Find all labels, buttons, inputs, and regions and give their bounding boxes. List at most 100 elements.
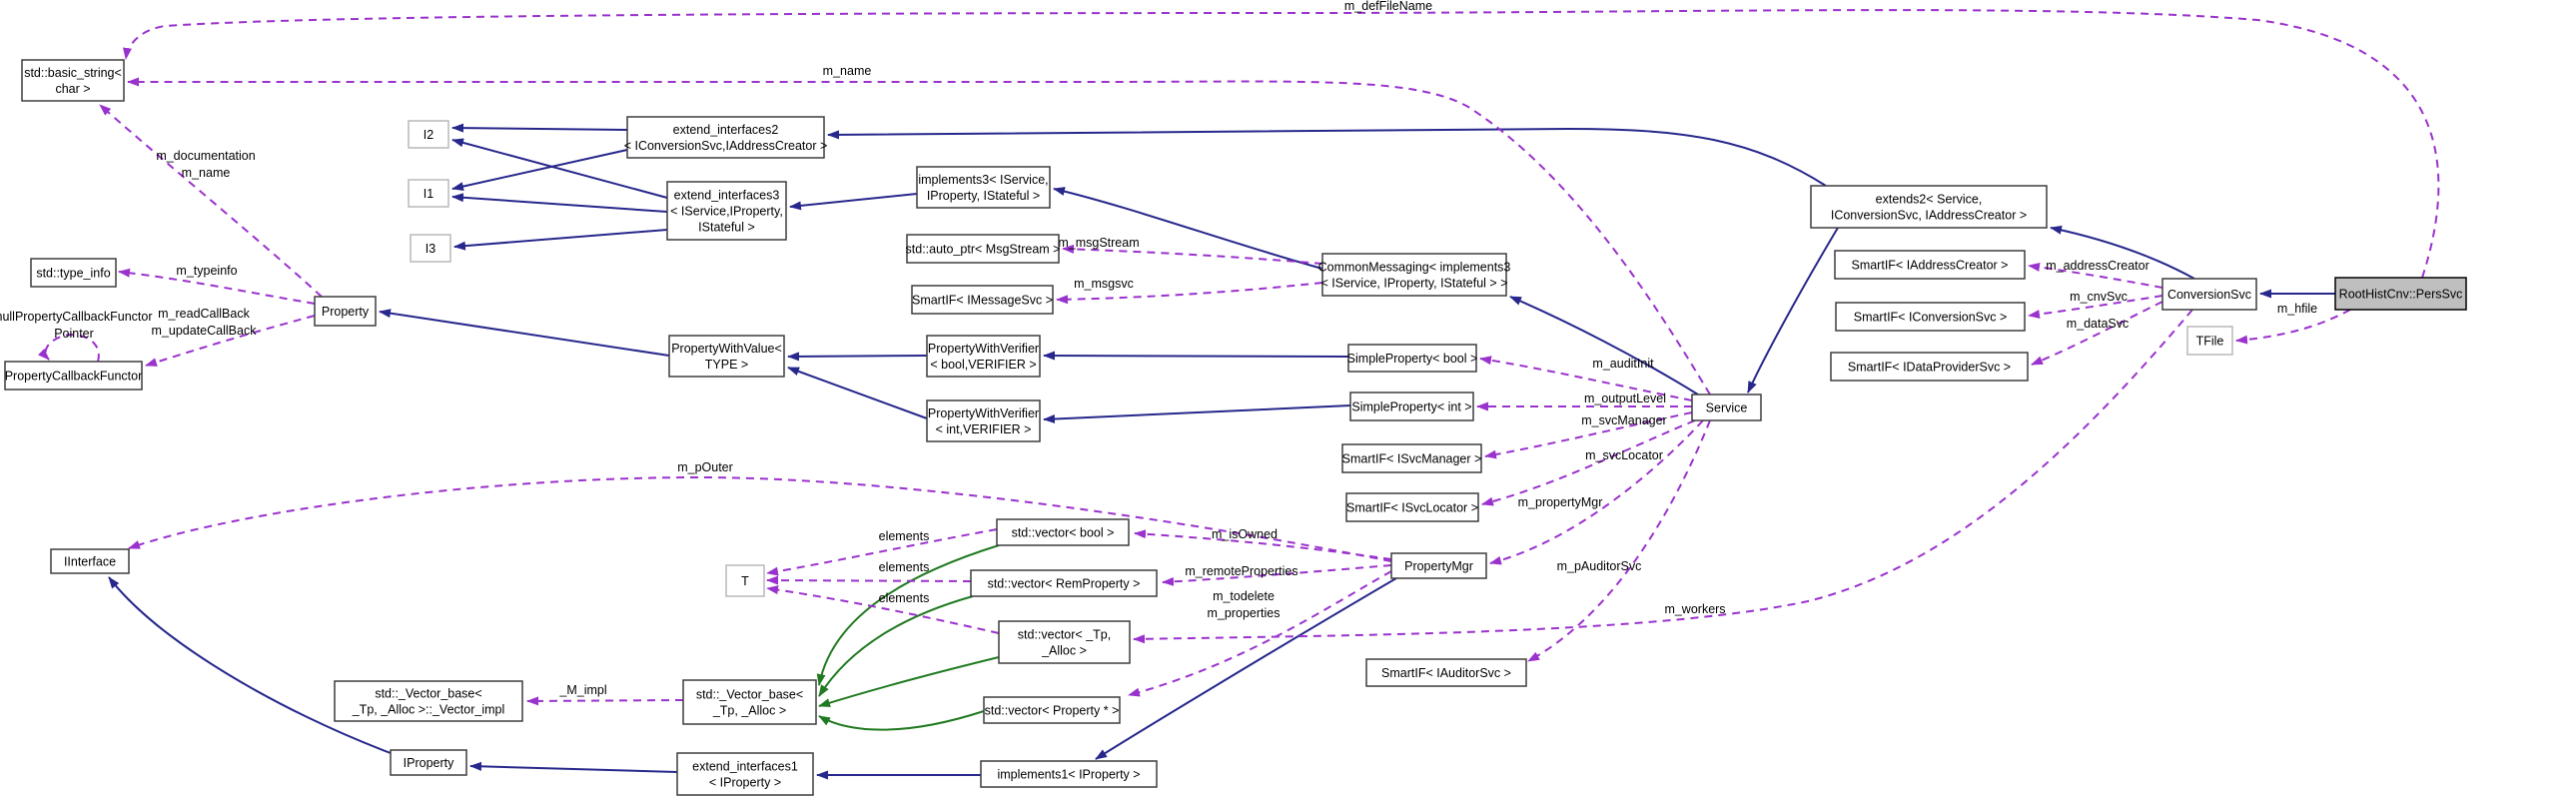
node-smartif_data[interactable]: SmartIF< IDataProviderSvc > — [1830, 352, 2029, 382]
node-pwver_bool[interactable]: PropertyWithVerifier< bool,VERIFIER > — [926, 335, 1041, 378]
node-box-smartif_data[interactable] — [1830, 352, 2029, 382]
node-pwver_int[interactable]: PropertyWithVerifier< int,VERIFIER > — [926, 400, 1041, 442]
node-typeinfo[interactable]: std::type_info — [30, 258, 117, 288]
edge-m_workers — [1133, 309, 2193, 644]
edge-extends2-service — [1747, 227, 1839, 394]
node-box-vecbase[interactable] — [682, 679, 817, 725]
edge-vectp-vecbase — [818, 656, 1000, 708]
node-box-pcf[interactable] — [4, 361, 143, 391]
node-box-property[interactable] — [314, 296, 377, 327]
node-box-extends2[interactable] — [1810, 185, 2048, 229]
edge-m_pOuter — [128, 475, 1392, 562]
node-box-vec_tp[interactable] — [998, 620, 1131, 664]
node-box-tfile — [2186, 326, 2233, 356]
node-box-convsvc[interactable] — [2161, 278, 2257, 311]
node-box-smartif_addr[interactable] — [1834, 250, 2026, 280]
edge-iproperty-iinterface — [108, 576, 392, 754]
node-vec_tp[interactable]: std::vector< _Tp,_Alloc > — [998, 620, 1131, 664]
node-box-smartif_aud[interactable] — [1365, 658, 1527, 687]
edge-elements-rem — [766, 575, 972, 585]
node-property[interactable]: Property — [314, 296, 377, 327]
node-iproperty[interactable]: IProperty — [390, 749, 467, 776]
node-ext_if1[interactable]: extend_interfaces1< IProperty > — [676, 752, 814, 796]
node-label-smartif_conv: SmartIF< IConversionSvc > — [1854, 311, 2008, 325]
node-label-pcf: PropertyCallbackFunctor — [5, 370, 143, 384]
node-vecimpl[interactable]: std::_Vector_base<_Tp, _Alloc >::_Vector… — [334, 680, 523, 722]
node-smartif_svcloc[interactable]: SmartIF< ISvcLocator > — [1345, 492, 1479, 522]
node-box-common_msg[interactable] — [1321, 253, 1507, 297]
node-ext_if3[interactable]: extend_interfaces3< IService,IProperty,I… — [666, 181, 787, 241]
edge-label-m_cnvSvc: m_cnvSvc — [2070, 290, 2128, 304]
node-vecbase[interactable]: std::_Vector_base<_Tp, _Alloc > — [682, 679, 817, 725]
node-box-pwver_bool[interactable] — [926, 335, 1041, 378]
node-vec_rem[interactable]: std::vector< RemProperty > — [970, 569, 1158, 597]
node-box-autoptr[interactable] — [906, 234, 1060, 264]
node-service[interactable]: Service — [1691, 394, 1762, 421]
node-box-ext_if1[interactable] — [676, 752, 814, 796]
node-box-vec_bool[interactable] — [996, 518, 1130, 546]
node-vec_prop[interactable]: std::vector< Property * > — [983, 696, 1121, 724]
node-iinterface[interactable]: IInterface — [50, 548, 130, 574]
node-smartif_aud[interactable]: SmartIF< IAuditorSvc > — [1365, 658, 1527, 687]
node-box-ext_if3[interactable] — [666, 181, 787, 241]
node-pcf[interactable]: PropertyCallbackFunctor — [4, 361, 143, 391]
edge-extif1-iproperty — [469, 761, 678, 773]
node-label-ext_if1: extend_interfaces1< IProperty > — [692, 760, 798, 790]
edge-vecbool-vecbase — [816, 544, 1000, 686]
node-vec_bool[interactable]: std::vector< bool > — [996, 518, 1130, 546]
node-box-ext_if2[interactable] — [626, 116, 825, 159]
node-smartif_conv[interactable]: SmartIF< IConversionSvc > — [1835, 302, 2026, 332]
node-label-impl1: implements1< IProperty > — [997, 768, 1140, 782]
node-smartif_svcmgr[interactable]: SmartIF< ISvcManager > — [1341, 443, 1482, 473]
node-box-iproperty[interactable] — [390, 749, 467, 776]
node-box-pwv[interactable] — [668, 335, 785, 378]
node-box-vec_prop[interactable] — [983, 696, 1121, 724]
node-impl1[interactable]: implements1< IProperty > — [980, 760, 1158, 788]
node-box-smartif_conv[interactable] — [1835, 302, 2026, 332]
edge-nullPropertyCallbackFunctorPointer — [38, 334, 100, 363]
node-box-pwver_int[interactable] — [926, 400, 1041, 442]
node-sp_int[interactable]: SimpleProperty< int > — [1349, 392, 1474, 421]
node-ext_if2[interactable]: extend_interfaces2< IConversionSvc,IAddr… — [624, 116, 828, 159]
node-box-typeinfo[interactable] — [30, 258, 117, 288]
node-smartif_msg[interactable]: SmartIF< IMessageSvc > — [911, 285, 1054, 315]
node-box-sp_bool[interactable] — [1347, 344, 1477, 373]
node-box-t — [725, 564, 765, 597]
node-smartif_addr[interactable]: SmartIF< IAddressCreator > — [1834, 250, 2026, 280]
node-box-smartif_svcmgr[interactable] — [1341, 443, 1482, 473]
node-basic_string[interactable]: std::basic_string<char > — [21, 59, 125, 102]
node-box-vecimpl[interactable] — [334, 680, 523, 722]
node-box-impl3[interactable] — [916, 166, 1051, 209]
edge-service-commonmsg — [1509, 296, 1699, 396]
node-box-impl1[interactable] — [980, 760, 1158, 788]
edge-label-_M_impl: _M_impl — [558, 683, 606, 697]
node-extends2[interactable]: extends2< Service,IConversionSvc, IAddre… — [1810, 185, 2048, 229]
node-label-pwv: PropertyWithValue<TYPE > — [671, 342, 782, 372]
node-impl3[interactable]: implements3< IService,IProperty, IStatef… — [916, 166, 1051, 209]
node-box-smartif_svcloc[interactable] — [1345, 492, 1479, 522]
node-label-typeinfo: std::type_info — [36, 267, 110, 281]
edge-propmgr-impl1 — [1095, 577, 1397, 760]
edge-m_documentation — [99, 104, 323, 298]
node-box-service[interactable] — [1691, 394, 1762, 421]
node-propmgr[interactable]: PropertyMgr — [1390, 552, 1487, 579]
node-tfile: TFile — [2186, 326, 2233, 356]
node-box-smartif_msg[interactable] — [911, 285, 1054, 315]
node-autoptr[interactable]: std::auto_ptr< MsgStream > — [906, 234, 1061, 264]
node-box-iinterface[interactable] — [50, 548, 130, 574]
node-box-basic_string[interactable] — [21, 59, 125, 102]
node-box-vec_rem[interactable] — [970, 569, 1158, 597]
edge-extif3-i1 — [451, 193, 668, 213]
edge-m_auditInit — [1479, 356, 1693, 401]
node-label-autoptr: std::auto_ptr< MsgStream > — [906, 243, 1061, 257]
node-convsvc[interactable]: ConversionSvc — [2161, 278, 2257, 311]
node-pwv[interactable]: PropertyWithValue<TYPE > — [668, 335, 785, 378]
node-common_msg[interactable]: CommonMessaging< implements3< IService, … — [1318, 253, 1511, 297]
node-box-propmgr[interactable] — [1390, 552, 1487, 579]
edge-m_cnvSvc — [2028, 295, 2163, 320]
node-sp_bool[interactable]: SimpleProperty< bool > — [1347, 344, 1478, 373]
edge-pwverbool-pwv — [787, 352, 928, 362]
node-box-sp_int[interactable] — [1349, 392, 1474, 421]
node-label-smartif_addr: SmartIF< IAddressCreator > — [1851, 259, 2008, 273]
